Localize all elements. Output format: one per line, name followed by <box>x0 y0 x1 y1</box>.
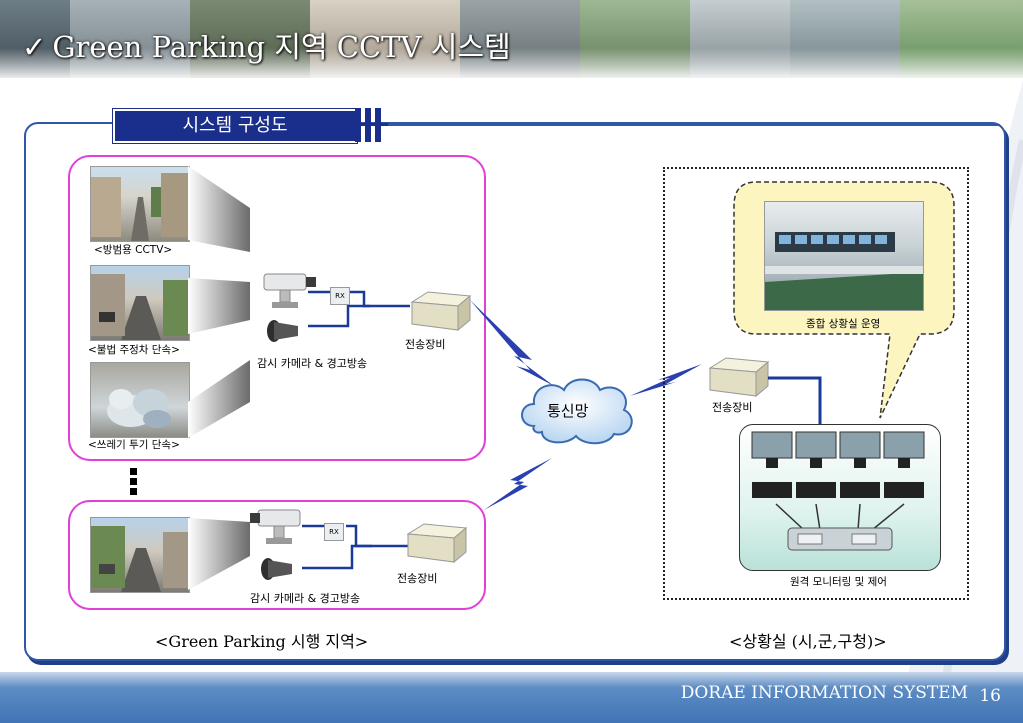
page-number: 16 <box>979 686 1001 706</box>
transmitter-icon <box>708 357 770 398</box>
photo-cctv <box>90 166 190 242</box>
ellipsis-dot <box>130 468 137 475</box>
field-area-caption: <Green Parking 시행 지역> <box>155 632 369 651</box>
control-room-area-caption: <상황실 (시,군,구청)> <box>729 632 887 651</box>
photo-street <box>90 517 190 593</box>
cctv-camera-icon <box>250 509 301 544</box>
footer-bar <box>0 672 1023 723</box>
street-photo-icon <box>91 173 189 241</box>
speaker-icon <box>261 558 292 580</box>
street-photo-icon <box>91 526 189 592</box>
banner-fade <box>0 48 1023 78</box>
page-title: ✓Green Parking 지역 CCTV 시스템 <box>22 24 511 66</box>
page-title-text: Green Parking 지역 CCTV 시스템 <box>52 30 511 64</box>
connection-line <box>768 376 822 430</box>
view-cone <box>188 518 250 590</box>
control-room-caption: 종합 상황실 운영 <box>806 318 881 330</box>
cloud-label: 통신망 <box>547 402 589 420</box>
ellipsis-dot <box>130 478 137 485</box>
monitoring-caption: 원격 모니터링 및 제어 <box>790 576 887 588</box>
camera-speaker-label: 감시 카메라 & 경고방송 <box>250 592 361 605</box>
footer-company: DORAE INFORMATION SYSTEM <box>680 683 968 703</box>
section-label: 시스템 구성도 <box>112 108 358 144</box>
photo-caption: <방범용 CCTV> <box>94 244 173 256</box>
connection-lines <box>302 524 408 570</box>
bars-icon <box>355 108 389 142</box>
photo-trash <box>90 362 190 438</box>
transmitter-label: 전송장비 <box>712 401 753 414</box>
ellipsis-dot <box>130 488 137 495</box>
camera-speaker-label: 감시 카메라 & 경고방송 <box>257 357 368 370</box>
control-room-box <box>663 167 969 600</box>
network-links <box>470 300 702 510</box>
transmitter-icon <box>410 291 472 332</box>
transmitter-icon <box>406 523 468 564</box>
check-icon: ✓ <box>22 30 47 64</box>
control-room-photo <box>764 201 924 311</box>
transmitter-label: 전송장비 <box>405 338 446 351</box>
rx-box: RX <box>324 523 344 541</box>
rx-box: RX <box>330 287 350 305</box>
view-cone <box>188 360 250 438</box>
street-photo-icon <box>91 274 189 340</box>
monitor-array-icon <box>751 431 925 551</box>
cctv-camera-icon <box>263 273 316 308</box>
control-room-icon <box>765 232 923 310</box>
photo-caption: <쓰레기 투기 단속> <box>88 439 180 451</box>
header-banner <box>0 0 1023 78</box>
trash-bags-icon <box>107 389 171 428</box>
panel-top-rule <box>388 124 1000 126</box>
photo-parking <box>90 265 190 341</box>
photo-caption: <불법 주정차 단속> <box>88 344 180 356</box>
speaker-icon <box>267 320 298 342</box>
cloud-icon <box>521 378 633 445</box>
transmitter-label: 전송장비 <box>397 572 438 585</box>
view-cone <box>188 278 250 334</box>
view-cone <box>188 166 250 252</box>
connection-lines <box>308 290 410 328</box>
